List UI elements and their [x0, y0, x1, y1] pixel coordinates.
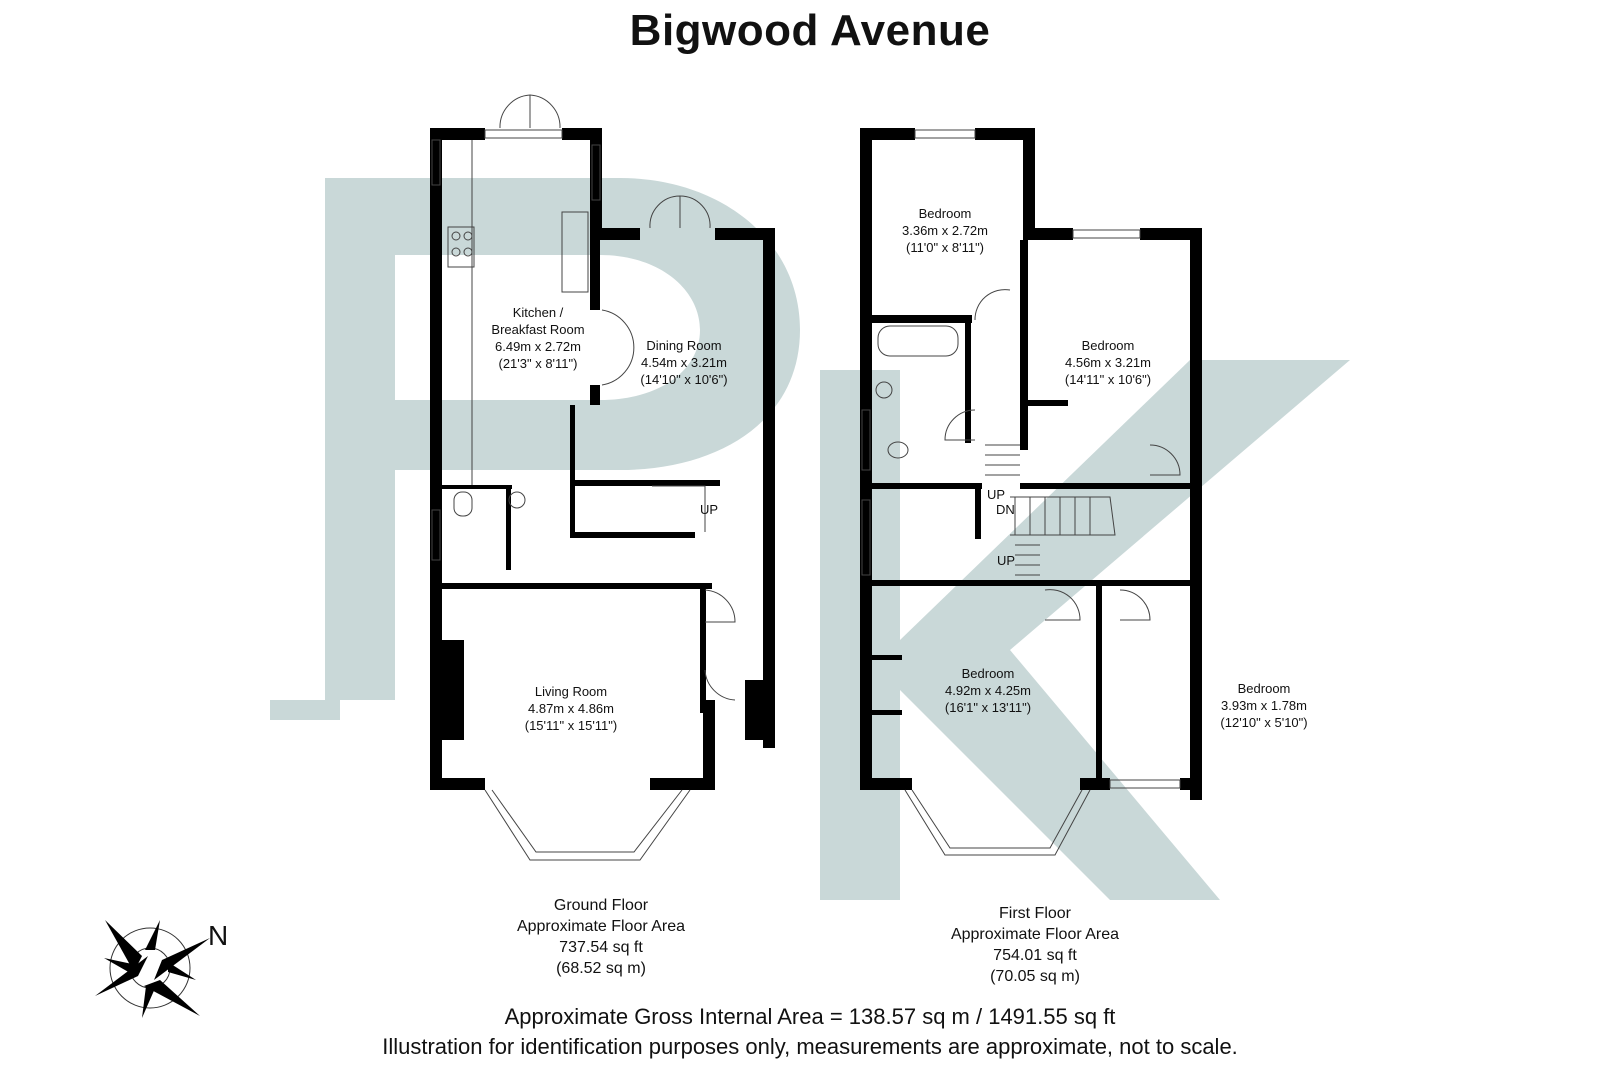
- room-label-bedroom-3: Bedroom 4.92m x 4.25m (16'1" x 13'11"): [945, 665, 1031, 716]
- ground-floor-plan: [430, 128, 775, 790]
- room-metric: 3.93m x 1.78m: [1221, 698, 1307, 713]
- room-metric: 4.54m x 3.21m: [641, 355, 727, 370]
- first-floor-plan: [860, 128, 1202, 800]
- stair-label-down: DN: [996, 502, 1015, 517]
- room-imperial: (14'10" x 10'6"): [640, 372, 728, 387]
- room-name: Breakfast Room: [491, 322, 585, 337]
- room-metric: 4.87m x 4.86m: [528, 701, 614, 716]
- gross-internal-area: Approximate Gross Internal Area = 138.57…: [504, 1004, 1116, 1029]
- ground-floor-summary: Ground Floor Approximate Floor Area 737.…: [517, 895, 685, 979]
- room-imperial: (14'11" x 10'6"): [1064, 372, 1152, 387]
- first-floor-fixtures: [861, 129, 1181, 856]
- ground-floor-fixtures: [431, 94, 736, 861]
- room-imperial: (12'10" x 5'10"): [1220, 715, 1308, 730]
- room-metric: 3.36m x 2.72m: [902, 223, 988, 238]
- room-name: Bedroom: [961, 666, 1015, 681]
- room-name: Bedroom: [1081, 338, 1135, 353]
- room-imperial: (21'3" x 8'11"): [498, 356, 578, 371]
- floor-area-caption: Approximate Floor Area: [516, 918, 686, 935]
- room-label-kitchen: Kitchen / Breakfast Room 6.49m x 2.72m (…: [491, 304, 584, 372]
- room-metric: 4.92m x 4.25m: [944, 683, 1031, 698]
- disclaimer: Illustration for identification purposes…: [382, 1034, 1238, 1059]
- room-imperial: (16'1" x 13'11"): [944, 700, 1032, 715]
- floor-name: First Floor: [998, 905, 1071, 922]
- room-imperial: (11'0" x 8'11"): [905, 240, 985, 255]
- room-name: Dining Room: [646, 338, 722, 353]
- watermark-pk-logo: [270, 178, 1350, 900]
- room-name: Bedroom: [1237, 681, 1291, 696]
- floor-area-sqft: 754.01 sq ft: [993, 947, 1077, 964]
- compass-north-label: N: [208, 920, 229, 951]
- room-label-bedroom-1: Bedroom 3.36m x 2.72m (11'0" x 8'11"): [902, 205, 988, 256]
- room-label-dining: Dining Room 4.54m x 3.21m (14'10" x 10'6…: [640, 337, 727, 388]
- room-metric: 4.56m x 3.21m: [1064, 355, 1151, 370]
- stair-label-up-2: UP: [997, 553, 1016, 568]
- room-label-living: Living Room 4.87m x 4.86m (15'11" x 15'1…: [525, 683, 618, 734]
- room-name: Bedroom: [918, 206, 972, 221]
- stair-label-up: UP: [987, 487, 1006, 502]
- room-label-bedroom-2: Bedroom 4.56m x 3.21m (14'11" x 10'6"): [1065, 337, 1151, 388]
- floor-area-sqft: 737.54 sq ft: [559, 939, 643, 956]
- first-floor-summary: First Floor Approximate Floor Area 754.0…: [951, 903, 1119, 987]
- floor-area-sqm: (70.05 sq m): [990, 968, 1080, 985]
- floor-area-sqm: (68.52 sq m): [556, 960, 646, 977]
- room-label-bedroom-4: Bedroom 3.93m x 1.78m (12'10" x 5'10"): [1220, 680, 1307, 731]
- room-imperial: (15'11" x 15'11"): [524, 718, 618, 733]
- floor-name: Ground Floor: [553, 897, 649, 914]
- stair-label: UP: [700, 502, 719, 517]
- plan-title: Bigwood Avenue: [629, 6, 991, 55]
- room-name: Kitchen /: [512, 305, 564, 320]
- room-metric: 6.49m x 2.72m: [494, 339, 581, 354]
- room-name: Living Room: [534, 684, 608, 699]
- compass-rose-icon: [95, 920, 210, 1018]
- floor-area-caption: Approximate Floor Area: [950, 926, 1120, 943]
